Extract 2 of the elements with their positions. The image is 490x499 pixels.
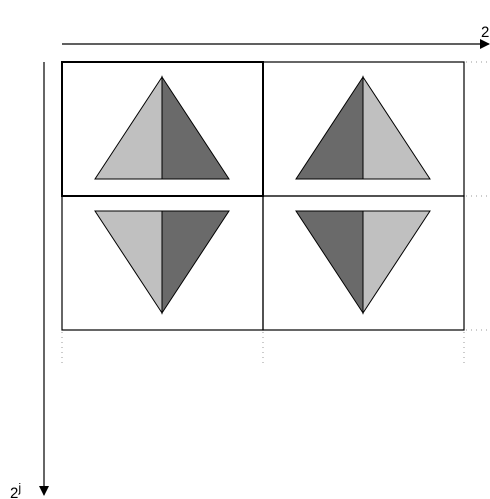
axis-label: 2	[481, 25, 490, 40]
axis-label: 2$^{j}$	[10, 481, 22, 499]
